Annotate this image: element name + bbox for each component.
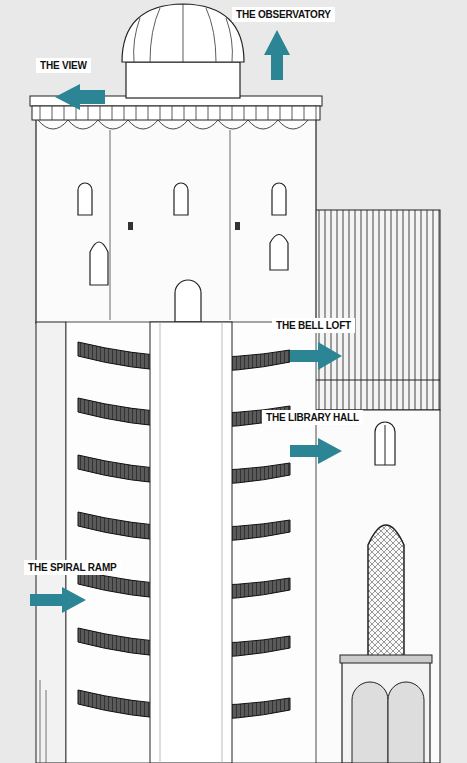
- pointer-arrow: [55, 84, 105, 110]
- pointer-arrow: [264, 30, 290, 80]
- annex-building: [315, 210, 440, 763]
- callout-label: THE SPIRAL RAMP: [24, 560, 121, 575]
- observatory-dome: [122, 4, 244, 98]
- tower-upper: [30, 96, 322, 323]
- callout-label: THE BELL LOFT: [272, 318, 355, 333]
- callout-label: THE VIEW: [36, 58, 91, 73]
- spiral-ramp-section: [36, 322, 316, 763]
- callout-label: THE LIBRARY HALL: [262, 410, 363, 425]
- pointer-arrow: [290, 438, 342, 464]
- pointer-arrow: [30, 587, 86, 613]
- callout-label: THE OBSERVATORY: [232, 7, 335, 22]
- pointer-arrow: [290, 342, 342, 370]
